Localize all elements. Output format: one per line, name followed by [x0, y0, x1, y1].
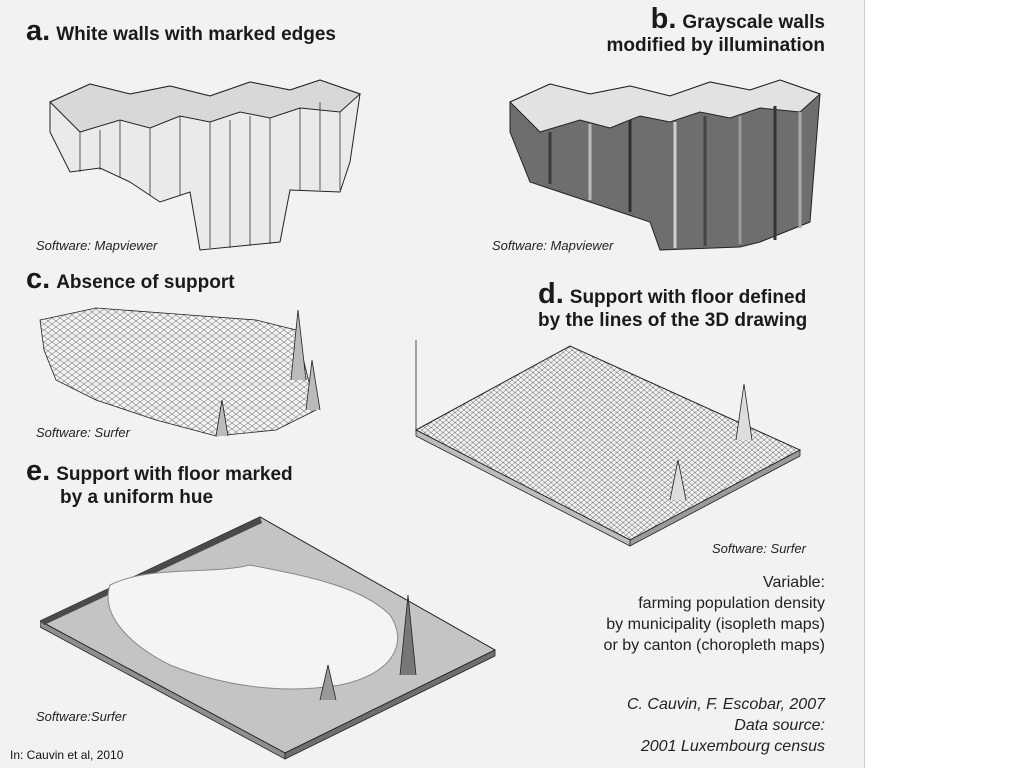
panel-c-title-text: Absence of support	[56, 272, 235, 293]
variable-note-line1: Variable:	[763, 574, 825, 591]
credit-note: C. Cauvin, F. Escobar, 2007 Data source:…	[560, 694, 825, 757]
variable-note: Variable: farming population density by …	[540, 572, 825, 656]
panel-a-letter: a.	[26, 15, 51, 47]
credit-line3: 2001 Luxembourg census	[640, 738, 825, 755]
panel-b-prism-map	[509, 79, 821, 251]
panel-b-title-line2: modified by illumination	[606, 35, 826, 56]
panel-a-title: a.White walls with marked edges	[26, 17, 336, 46]
panel-e-letter: e.	[26, 455, 51, 487]
panel-c-software: Software: Surfer	[36, 425, 130, 440]
panel-a-software: Software: Mapviewer	[36, 238, 158, 253]
panel-b-software: Software: Mapviewer	[492, 238, 614, 253]
panel-b-title-line1: Grayscale walls	[682, 12, 825, 33]
variable-note-line3: by municipality (isopleth maps)	[606, 616, 825, 633]
panel-e-title-line1: Support with floor marked	[56, 464, 293, 485]
panel-c-letter: c.	[26, 263, 51, 295]
panel-e-title: e.Support with floor marked by a uniform…	[26, 457, 293, 509]
variable-note-line2: farming population density	[638, 595, 825, 612]
credit-line2: Data source:	[734, 717, 825, 734]
figure-slide: a.White walls with marked edges Software…	[0, 0, 865, 768]
panel-d-surface-with-floor	[414, 340, 802, 547]
panel-d-letter: d.	[538, 278, 564, 310]
panel-d-title-line2: by the lines of the 3D drawing	[538, 310, 808, 331]
panel-d-title: d.Support with floor defined by the line…	[538, 280, 808, 332]
panel-a-prism-map	[49, 79, 361, 251]
credit-line1: C. Cauvin, F. Escobar, 2007	[626, 696, 825, 713]
variable-note-line4: or by canton (choropleth maps)	[603, 637, 825, 654]
panel-a-title-text: White walls with marked edges	[56, 24, 336, 45]
panel-a-wall-lines	[79, 102, 341, 248]
panel-e-software: Software:Surfer	[36, 709, 127, 724]
citation-text: In: Cauvin et al, 2010	[10, 748, 124, 762]
panel-b-wall-shading	[548, 106, 802, 248]
panel-d-software: Software: Surfer	[712, 541, 806, 556]
panel-e-title-line2: by a uniform hue	[60, 487, 214, 508]
panel-e-surface-uniform-floor	[40, 516, 497, 760]
panel-d-title-line1: Support with floor defined	[569, 287, 807, 308]
panel-c-title: c.Absence of support	[26, 265, 235, 294]
panel-b-title: b.Grayscale walls modified by illuminati…	[560, 5, 826, 57]
panel-b-letter: b.	[650, 3, 677, 35]
panel-c-surface-mesh	[39, 307, 321, 437]
